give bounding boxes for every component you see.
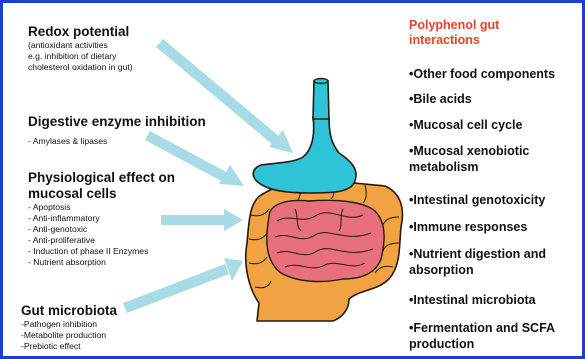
mucosal-detail-line: - Apoptosis (28, 202, 71, 213)
microbiota-title: Gut microbiota (21, 303, 117, 318)
enzyme-title: Digestive enzyme inhibition (28, 114, 206, 129)
mucosal-detail-line: - Anti-proliferative (28, 235, 95, 246)
right-title-line: Polyphenol gut (409, 18, 499, 32)
redox-title: Redox potential (28, 24, 129, 39)
redox-detail-line: (antioxidant activities (28, 40, 108, 51)
microbiota-detail-line: -Pathogen inhibition (21, 319, 97, 330)
interaction-item: •Bile acids (409, 92, 472, 107)
redox-detail-line: e.g. inhibition of dietary (28, 51, 116, 62)
interaction-item: •Intestinal genotoxicity (409, 193, 545, 208)
mucosal-title-line: Physiological effect on (28, 170, 175, 185)
arrow-mucosal (161, 209, 243, 231)
microbiota-detail-line: -Prebiotic effect (21, 341, 81, 352)
mucosal-detail-line: - Nutrient absorption (28, 257, 106, 268)
interaction-item: •Other food components (409, 67, 555, 82)
arrow-microbiota (123, 258, 243, 313)
interaction-item: •Mucosal xenobiotic (409, 144, 529, 159)
esophagus-opening (314, 79, 328, 84)
redox-detail-line: cholesterol oxidation in gut) (28, 62, 133, 73)
interaction-item: •Fermentation and SCFA (409, 321, 555, 336)
mucosal-detail-line: - Anti-inflammatory (28, 213, 100, 224)
mucosal-title-line: mucosal cells (28, 186, 117, 201)
interaction-item: •Intestinal microbiota (409, 293, 536, 308)
interaction-item-continued: production (409, 337, 474, 352)
interaction-item: •Nutrient digestion and (409, 247, 546, 262)
interaction-item: •Immune responses (409, 220, 527, 235)
enzyme-detail-line: - Amylases & lipases (28, 136, 107, 147)
mucosal-detail-line: - Anti-genotoxic (28, 224, 87, 235)
interaction-item: •Mucosal cell cycle (409, 118, 522, 133)
esophagus (313, 81, 329, 119)
microbiota-detail-line: -Metabolite production (21, 330, 106, 341)
right-title-line: interactions (409, 33, 480, 47)
arrow-redox (156, 39, 293, 153)
interaction-item-continued: absorption (409, 263, 474, 278)
interaction-item-continued: metabolism (409, 160, 478, 175)
mucosal-detail-line: - Induction of phase II Enzymes (28, 246, 148, 257)
